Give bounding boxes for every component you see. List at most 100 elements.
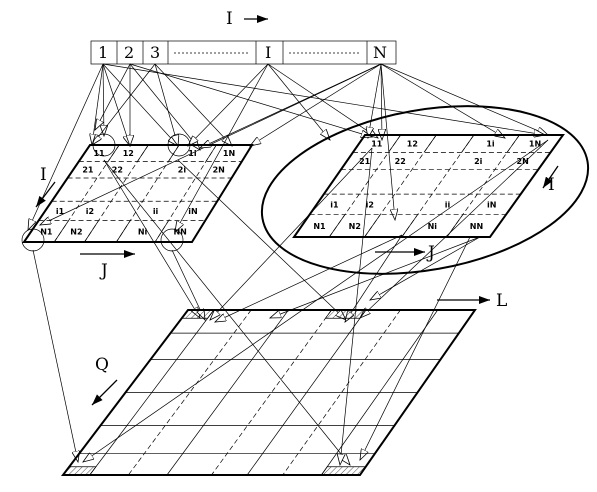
connection-arrow bbox=[171, 249, 205, 320]
vector-direction-label: I bbox=[226, 9, 233, 29]
left-matrix-axes: I J bbox=[35, 165, 135, 281]
connection-arrow bbox=[175, 63, 269, 232]
connection-arrow bbox=[83, 139, 549, 462]
output-col-line bbox=[246, 309, 367, 476]
vector-cell-1: 1 bbox=[98, 43, 108, 62]
right-matrix-cell-i2: i2 bbox=[366, 200, 374, 209]
bottom-axis-l-label: L bbox=[496, 291, 507, 311]
connection-arrow bbox=[102, 63, 178, 146]
connection-arrow bbox=[103, 63, 104, 136]
highlight-circle bbox=[92, 133, 116, 157]
right-matrix-cell-nn: NN bbox=[470, 222, 483, 231]
left-matrix-cell-2i: 2i bbox=[178, 166, 187, 175]
vector-cell-i: I bbox=[265, 43, 271, 62]
right-matrix-cell-12: 12 bbox=[407, 140, 418, 149]
left-matrix-cell-ni: Ni bbox=[138, 227, 148, 236]
right-axis-j-label: J bbox=[426, 243, 435, 263]
right-matrix-cell-divider bbox=[506, 134, 520, 153]
connection-arrow bbox=[380, 63, 548, 135]
output-col-line bbox=[211, 309, 332, 476]
connection-arrow bbox=[154, 63, 232, 146]
output-col-line bbox=[128, 309, 252, 476]
right-matrix-cell-divider bbox=[461, 134, 475, 153]
connection-arrow bbox=[129, 63, 200, 150]
left-matrix-cell-21: 21 bbox=[82, 166, 94, 175]
left-matrix-cell-n1: N1 bbox=[40, 227, 53, 236]
bottom-axis-q-arrow bbox=[91, 379, 118, 406]
left-matrix-outline bbox=[22, 144, 254, 243]
left-matrix-cell-divider bbox=[205, 144, 217, 162]
right-matrix-outline bbox=[292, 134, 565, 238]
left-matrix-cell-divider bbox=[154, 220, 169, 243]
connection-arrow bbox=[154, 63, 178, 146]
vector-box bbox=[90, 40, 397, 65]
output-col-line bbox=[166, 309, 289, 476]
right-axis-i-arrow bbox=[542, 165, 559, 189]
right-matrix-ellipse bbox=[260, 105, 590, 275]
connection-arrow bbox=[92, 63, 104, 145]
output-col-line bbox=[89, 309, 215, 476]
connection-arrow bbox=[28, 63, 104, 230]
left-matrix-cell-in: iN bbox=[188, 207, 197, 216]
vector-cell-n: N bbox=[373, 43, 387, 62]
left-matrix-cell-n2: N2 bbox=[70, 227, 82, 236]
left-matrix-cell-divider bbox=[116, 220, 131, 243]
connection-arrow bbox=[381, 63, 382, 140]
connection-arrow bbox=[177, 159, 346, 320]
output-col-line bbox=[321, 309, 438, 476]
right-matrix-cell-2n: 2N bbox=[517, 157, 529, 166]
output-cell-hatched bbox=[320, 466, 367, 476]
right-matrix-cell-n1: N1 bbox=[313, 222, 326, 231]
right-matrix-cell-divider bbox=[446, 214, 464, 238]
connection-arrow bbox=[370, 236, 481, 300]
connection-arrow bbox=[103, 159, 350, 465]
left-matrix-cell-i2: i2 bbox=[86, 207, 94, 216]
left-axis-i-arrow bbox=[35, 181, 56, 208]
left-matrix-cell-11: 11 bbox=[93, 149, 105, 158]
left-axis-i-label: I bbox=[40, 165, 47, 185]
connection-arrow bbox=[380, 63, 505, 138]
left-matrix-cell-ii: ii bbox=[153, 207, 159, 216]
right-matrix-cell-1n: 1N bbox=[529, 140, 541, 149]
right-matrix-cell-2i: 2i bbox=[474, 157, 483, 166]
left-matrix-cell-nn: NN bbox=[173, 227, 186, 236]
right-matrix-cell-divider bbox=[364, 214, 381, 238]
left-matrix-cell-divider bbox=[107, 144, 120, 162]
output-cell-hatched bbox=[324, 309, 367, 319]
right-matrix-cell-divider bbox=[401, 214, 418, 238]
left-matrix-cell-1i: 1i bbox=[188, 149, 197, 158]
output-matrix-outline bbox=[60, 309, 477, 476]
connection-arrow bbox=[215, 234, 403, 322]
output-matrix-axes: L Q bbox=[91, 291, 507, 406]
connection-arrow bbox=[92, 63, 156, 145]
right-matrix-cell-divider bbox=[423, 134, 437, 153]
bottom-axis-q-label: Q bbox=[95, 355, 109, 375]
connection-arrow bbox=[267, 63, 378, 138]
highlight-circle bbox=[167, 133, 191, 157]
highlight-circle bbox=[160, 228, 184, 252]
left-matrix-cell-2n: 2N bbox=[213, 166, 225, 175]
connection-arrow bbox=[345, 234, 403, 322]
left-matrix-cell-i1: i1 bbox=[56, 207, 65, 216]
connection-arrow bbox=[95, 63, 131, 130]
right-matrix-cell-11: 11 bbox=[371, 140, 383, 149]
connection-arrow bbox=[200, 63, 382, 148]
connection-arrow bbox=[210, 147, 373, 320]
right-matrix-cell-1i: 1i bbox=[486, 140, 495, 149]
left-matrix-cell-divider bbox=[84, 220, 99, 243]
highlight-circle bbox=[21, 228, 45, 252]
right-axis-i-label: I bbox=[548, 175, 555, 195]
left-matrix-cell-22: 22 bbox=[112, 166, 123, 175]
left-matrix-cell-divider bbox=[53, 220, 69, 243]
left-matrix-cell-12: 12 bbox=[123, 149, 134, 158]
right-matrix-cell-divider bbox=[388, 134, 401, 153]
left-axis-j-label: J bbox=[99, 261, 108, 281]
left-matrix-cell-1n: 1N bbox=[223, 149, 235, 158]
connection-arrow bbox=[102, 63, 130, 146]
connection-arrow bbox=[188, 63, 269, 146]
left-matrix: 11 12 1i 1N 21 22 2i 2N i1 i2 ii iN N1 N2 Ni NN bbox=[21, 133, 254, 252]
vector-cell-3: 3 bbox=[150, 43, 160, 62]
input-vector: I 1 2 3 I N bbox=[90, 9, 397, 65]
connection-arrow bbox=[32, 249, 78, 462]
